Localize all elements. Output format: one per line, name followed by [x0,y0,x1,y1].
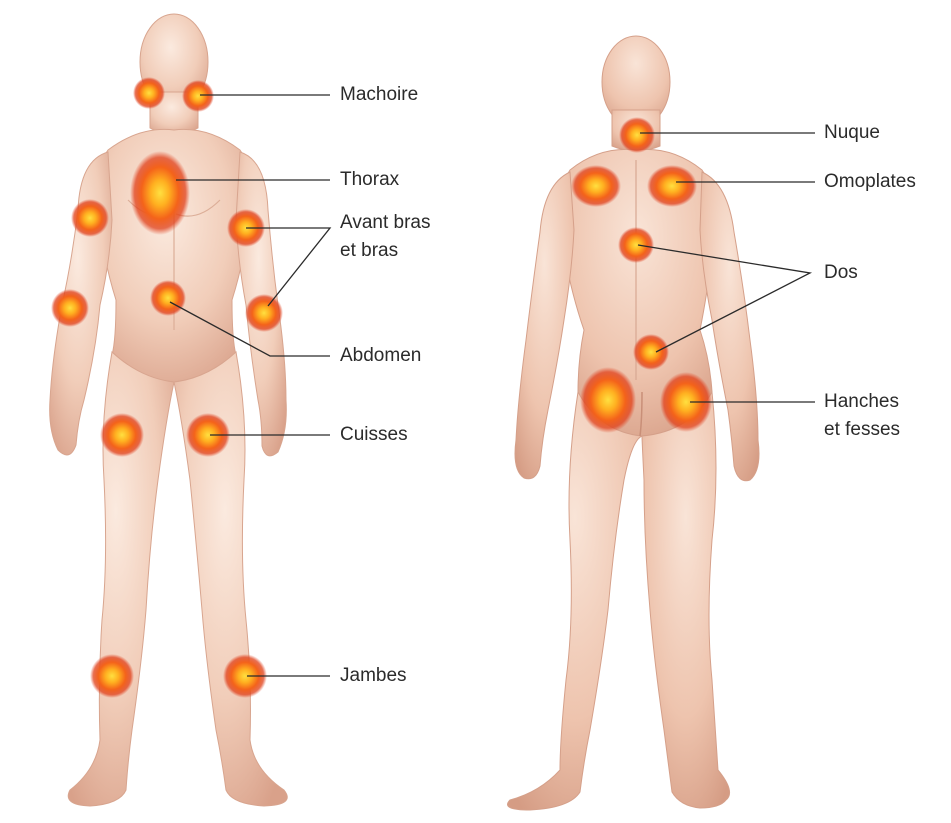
pain-spot-jaw-left [133,77,165,109]
label-avant-bras: Avant bras [340,209,430,236]
pain-spot-thigh-left [100,413,144,457]
pain-spot-upper-back [618,227,654,263]
label-abdomen: Abdomen [340,342,421,369]
label-hanches: Hanches [824,388,899,415]
pain-spot-abdomen [150,280,186,316]
pain-spot-forearm-left [51,289,89,327]
label-jambes: Jambes [340,662,407,689]
label-et-bras: et bras [340,237,398,264]
label-et-fesses: et fesses [824,416,900,443]
pain-spot-nape [619,117,655,153]
label-nuque: Nuque [824,119,880,146]
label-cuisses: Cuisses [340,421,408,448]
pain-spot-hip-left [580,367,636,433]
pain-spot-thorax [130,151,190,235]
pain-spot-leg-left [90,654,134,698]
pain-spot-shoulder-blade-left [571,165,621,207]
pain-spot-lower-back [633,334,669,370]
back-leg-right [642,392,730,808]
pain-spot-jaw-right [182,80,214,112]
label-thorax: Thorax [340,166,399,193]
label-omoplates: Omoplates [824,168,916,195]
label-dos: Dos [824,259,858,286]
pain-spot-forearm-right [245,294,283,332]
pain-spot-shoulder-blade-right [647,165,697,207]
back-arm-left [515,172,574,479]
label-machoire: Machoire [340,81,418,108]
pain-spot-upper-arm-left [71,199,109,237]
